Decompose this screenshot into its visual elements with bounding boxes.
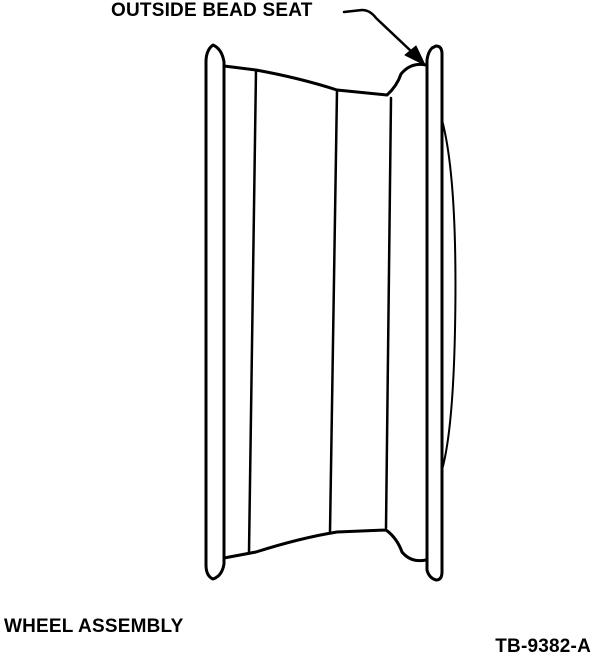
figure-id: TB-9382-A — [495, 636, 591, 657]
callout-leader — [342, 8, 414, 54]
callout-arrowhead — [404, 45, 426, 66]
outside-flange — [425, 44, 444, 582]
rim-groove-line — [384, 96, 393, 530]
figure-caption: WHEEL ASSEMBLY — [4, 616, 184, 637]
rim-outline — [222, 62, 428, 563]
callout-label: OUTSIDE BEAD SEAT — [111, 0, 313, 21]
rim-groove-line — [328, 88, 339, 534]
inner-flange — [204, 43, 226, 581]
rim-groove-line — [247, 68, 258, 554]
wheel-disc-edge — [441, 119, 457, 471]
